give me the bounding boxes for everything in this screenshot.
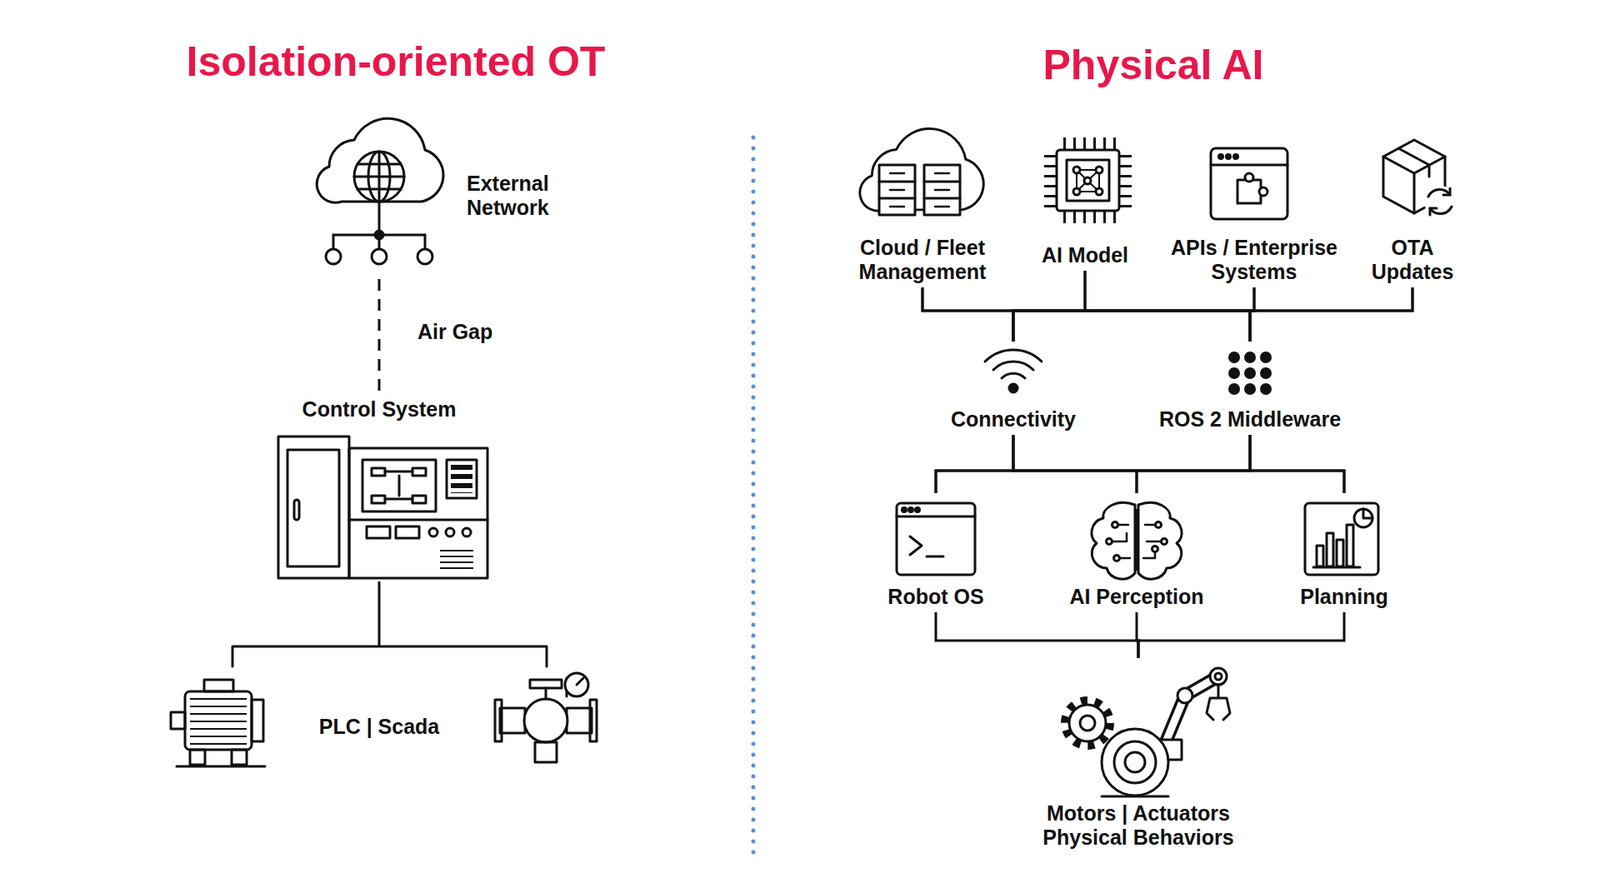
ota-box-icon bbox=[1383, 140, 1456, 218]
connector-line bbox=[1013, 270, 1085, 342]
icon-node: PLC | Scada bbox=[158, 646, 600, 807]
connector-line bbox=[1138, 612, 1345, 659]
brain-icon bbox=[1091, 502, 1182, 580]
fleet-cloud-icon bbox=[860, 128, 984, 215]
node-label: Connectivity bbox=[950, 407, 1076, 432]
connector-line bbox=[935, 435, 1250, 494]
section-title: Isolation-oriented OT bbox=[186, 36, 606, 87]
node-label: AI Perception bbox=[1069, 585, 1204, 610]
icon-node: AI Perception bbox=[1053, 493, 1220, 613]
connector-line bbox=[1136, 435, 1250, 494]
icon-node: Motors | Actuators Physical Behaviors bbox=[1013, 658, 1264, 854]
icon-node: Control System bbox=[266, 394, 492, 582]
ros-dots-icon bbox=[1228, 351, 1272, 395]
connector-line bbox=[1013, 435, 1345, 494]
icon-node: Connectivity bbox=[934, 341, 1093, 435]
robot-arm-illustration bbox=[1065, 668, 1230, 797]
connector-line bbox=[935, 435, 1014, 494]
icon-node: Cloud / Fleet Management bbox=[834, 120, 1011, 288]
node-label: Cloud / Fleet Management bbox=[839, 235, 1006, 285]
section-title: Physical AI bbox=[1043, 40, 1265, 90]
connector-line bbox=[935, 612, 1139, 659]
node-label: OTA Updates bbox=[1358, 235, 1467, 285]
node-label: Planning bbox=[1300, 585, 1389, 610]
icon-node: APIs / Enterprise Systems bbox=[1145, 125, 1364, 288]
icon-node: Planning bbox=[1277, 493, 1411, 613]
plc-bracket bbox=[232, 646, 547, 667]
node-label: Robot OS bbox=[887, 585, 984, 610]
terminal-icon bbox=[896, 503, 975, 575]
valve-icon bbox=[495, 673, 597, 763]
node-label: ROS 2 Middleware bbox=[1159, 407, 1341, 432]
icon-node: OTA Updates bbox=[1353, 125, 1472, 288]
icon-node: Robot OS bbox=[869, 493, 1003, 613]
wifi-icon bbox=[985, 350, 1042, 393]
connector-line bbox=[1013, 287, 1255, 342]
planning-chart-icon bbox=[1305, 503, 1379, 575]
icon-node: AI Model bbox=[1022, 129, 1148, 271]
node-label: AI Model bbox=[1041, 243, 1129, 268]
edge-label: Air Gap bbox=[414, 320, 496, 345]
node-label: External Network bbox=[466, 171, 575, 220]
connector-line bbox=[1250, 435, 1345, 494]
icon-node: External Network bbox=[300, 112, 592, 280]
ai-chip-icon bbox=[1050, 143, 1126, 218]
node-label: Control System bbox=[302, 397, 457, 422]
control-cabinet-icon bbox=[278, 436, 488, 579]
node-label: PLC | Scada bbox=[319, 715, 440, 740]
connector-line bbox=[1013, 287, 1413, 342]
network-cloud-icon bbox=[316, 118, 444, 265]
motor-icon bbox=[170, 680, 265, 767]
connector-line bbox=[378, 581, 381, 647]
air-gap-line bbox=[378, 279, 381, 395]
connector-line bbox=[1013, 435, 1137, 494]
node-label: Motors | Actuators Physical Behaviors bbox=[1028, 801, 1250, 850]
connector-line bbox=[1250, 287, 1413, 342]
api-window-icon bbox=[1210, 148, 1288, 220]
node-label: APIs / Enterprise Systems bbox=[1150, 235, 1359, 285]
connector-line bbox=[922, 287, 1014, 342]
divider-dots bbox=[751, 137, 756, 855]
icon-node: ROS 2 Middleware bbox=[1141, 341, 1359, 435]
